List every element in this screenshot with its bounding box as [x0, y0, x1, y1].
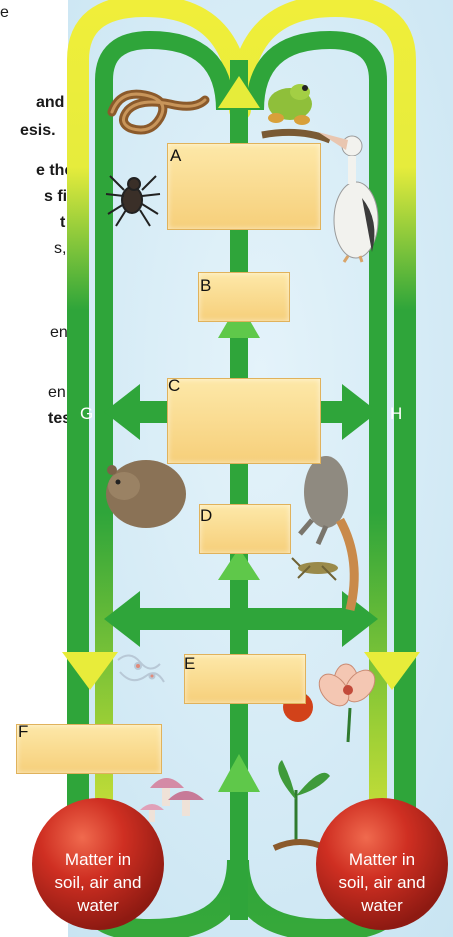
label-b: B: [200, 276, 211, 296]
label-a: A: [170, 146, 181, 166]
soil-ball-left-line2: soil, air and: [28, 871, 168, 894]
horizontal-arrow-lower: [134, 608, 348, 630]
answer-box-e[interactable]: [184, 654, 306, 704]
wombat-illustration: [106, 460, 186, 528]
label-c: C: [168, 376, 180, 396]
answer-box-b[interactable]: [198, 272, 290, 322]
answer-box-c[interactable]: [167, 378, 321, 464]
label-h: H: [390, 404, 402, 424]
soil-ball-right-line3: water: [312, 894, 452, 917]
answer-box-d[interactable]: [199, 504, 291, 554]
answer-box-a[interactable]: [167, 143, 321, 230]
label-f: F: [18, 722, 28, 742]
label-g: G: [80, 404, 93, 424]
soil-ball-right-text: Matter in soil, air and water: [312, 848, 452, 917]
label-e: E: [184, 654, 195, 674]
soil-ball-right-line2: soil, air and: [312, 871, 452, 894]
soil-ball-right-line1: Matter in: [312, 848, 452, 871]
answer-box-f[interactable]: [16, 724, 162, 774]
soil-ball-left-line3: water: [28, 894, 168, 917]
label-d: D: [200, 506, 212, 526]
soil-ball-left-text: Matter in soil, air and water: [28, 848, 168, 917]
soil-ball-left-line1: Matter in: [28, 848, 168, 871]
